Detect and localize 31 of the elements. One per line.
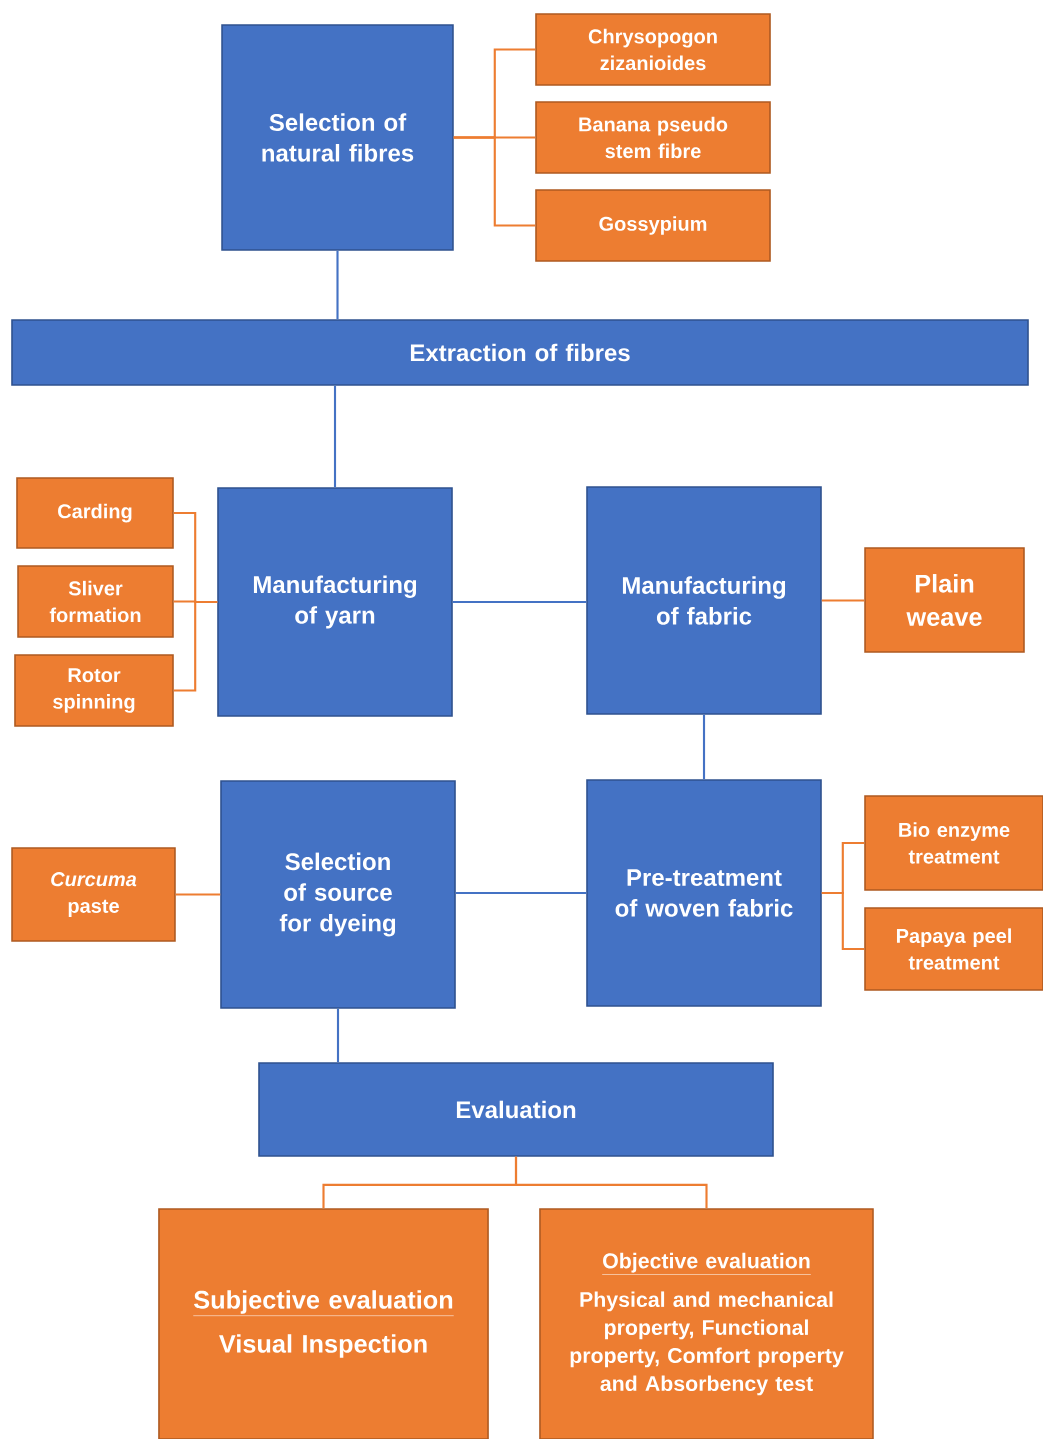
connector-line [455,891,587,895]
detail-box: Rotor spinning [14,654,174,727]
detail-box: Carding [16,477,174,549]
detail-box: Chrysopogon zizanioides [535,13,771,86]
process-box: Manufacturing of yarn [217,487,453,717]
connector-line [336,1008,340,1063]
connector-line [333,385,337,488]
detail-box: Banana pseudo stem fibre [535,101,771,174]
connector-line [453,136,536,227]
connector-line [702,714,706,780]
connector-line [514,1156,708,1209]
process-box: Pre-treatment of woven fabric [586,779,822,1007]
connector-line [175,893,221,896]
stage-band: Extraction of fibres [11,319,1029,386]
detail-box: Plain weave [864,547,1025,653]
connector-line [821,891,865,951]
process-box: Manufacturing of fabric [586,486,822,715]
connector-line [173,600,218,692]
detail-box: Curcuma paste [11,847,176,942]
process-box: Selection of source for dyeing [220,780,456,1009]
detail-box: Objective evaluation Physical and mechanical property, Functional property, Comfort property and Absorbency test [539,1208,874,1439]
process-box: Selection of natural fibres [221,24,454,251]
detail-box: Bio enzyme treatment [864,795,1043,891]
detail-box: Gossypium [535,189,771,262]
process-box: Evaluation [258,1062,774,1157]
connector-line [336,250,339,320]
detail-box: Subjective evaluation Visual Inspection [158,1208,489,1439]
detail-box: Sliver formation [17,565,174,638]
connector-line [821,599,865,602]
detail-box: Papaya peel treatment [864,907,1043,991]
connector-line [452,600,587,604]
